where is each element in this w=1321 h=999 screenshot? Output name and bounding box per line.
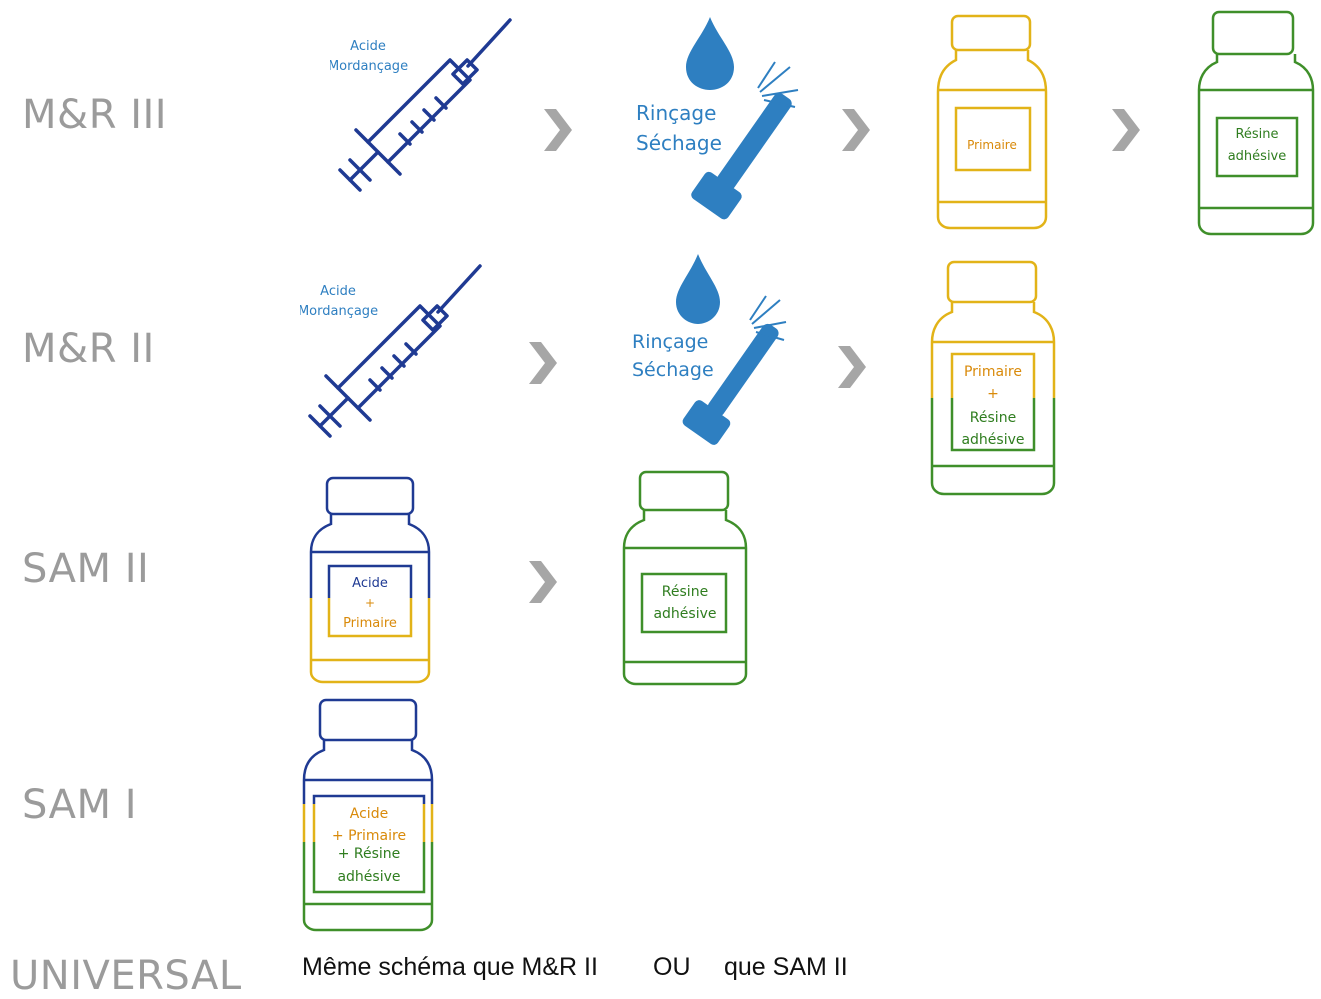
syringe-line1: Acide xyxy=(320,284,356,299)
resin-bottle-icon: Résine adhésive xyxy=(1197,10,1315,236)
universal-text-or: OU xyxy=(653,953,691,981)
acid-line3: Primaire xyxy=(343,616,397,631)
primer-bottle-icon: Primaire xyxy=(936,14,1048,230)
rinse-line2: Séchage xyxy=(632,359,714,381)
combo-line3: Résine xyxy=(970,410,1016,426)
syringe-line2: Mordançage xyxy=(330,59,408,74)
resin-line1: Résine xyxy=(1235,127,1278,142)
row-label-sam1: SAM I xyxy=(22,782,138,828)
rinse-dry-icon: Rinçage Séchage xyxy=(632,254,787,445)
chevron-right-icon xyxy=(1112,109,1140,151)
acid-primer-bottle-icon: Acide + Primaire xyxy=(309,476,431,684)
chevron-right-icon xyxy=(529,342,557,384)
rinse-dry-icon: Rinçage Séchage xyxy=(636,17,799,220)
resin-bottle-icon: Résine adhésive xyxy=(622,470,748,686)
rinse-line2: Séchage xyxy=(636,131,722,155)
all-line3: + Résine xyxy=(338,846,401,862)
universal-text-part1: Même schéma que M&R II xyxy=(302,953,598,981)
acid-line2: + xyxy=(365,596,375,610)
combo-line1: Primaire xyxy=(964,364,1022,380)
combo-line4: adhésive xyxy=(961,432,1024,448)
resin-line2: adhésive xyxy=(653,606,716,622)
syringe-icon: Acide Mordançage xyxy=(330,18,512,192)
row-label-mr2: M&R II xyxy=(22,326,155,372)
chevron-right-icon xyxy=(838,346,866,388)
resin-line1: Résine xyxy=(662,584,708,600)
chevron-right-icon xyxy=(842,109,870,151)
rinse-line1: Rinçage xyxy=(632,331,708,353)
chevron-right-icon xyxy=(544,109,572,151)
resin-line2: adhésive xyxy=(1228,149,1287,164)
primer-resin-bottle-icon: Primaire + Résine adhésive xyxy=(930,260,1056,496)
primer-label: Primaire xyxy=(967,138,1017,152)
row-label-universal: UNIVERSAL xyxy=(10,953,242,999)
syringe-line2: Mordançage xyxy=(300,304,378,319)
combo-line2: + xyxy=(987,386,999,402)
acid-line1: Acide xyxy=(352,576,388,591)
row-label-mr3: M&R III xyxy=(22,92,168,138)
syringe-icon: Acide Mordançage xyxy=(300,264,482,438)
syringe-line1: Acide xyxy=(350,39,386,54)
all-in-one-bottle-icon: Acide + Primaire + Résine adhésive xyxy=(302,698,434,932)
all-line1: Acide xyxy=(350,806,388,822)
rinse-line1: Rinçage xyxy=(636,101,716,125)
all-line4: adhésive xyxy=(337,869,400,885)
all-line2: + Primaire xyxy=(332,828,406,844)
chevron-right-icon xyxy=(529,561,557,603)
universal-text-part2: que SAM II xyxy=(724,953,848,981)
row-label-sam2: SAM II xyxy=(22,546,150,592)
